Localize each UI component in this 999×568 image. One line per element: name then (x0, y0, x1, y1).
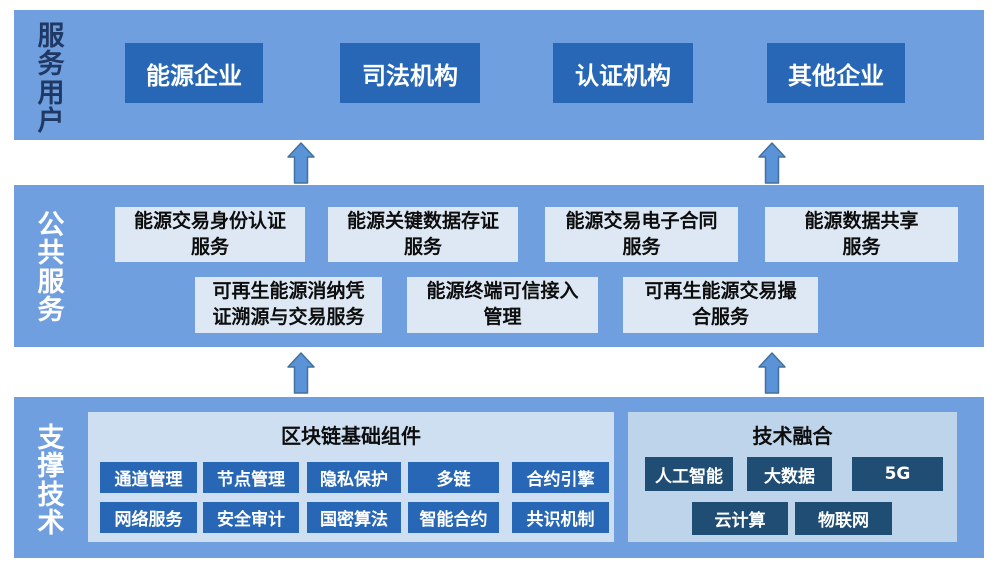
chip-internet-of-things: 物联网 (795, 502, 892, 535)
chip-contract-engine: 合约引擎 (512, 462, 609, 493)
band-supporting-technologies: 支撑技术 区块链基础组件 通道管理 节点管理 隐私保护 多链 合约引擎 网络服务… (14, 397, 984, 558)
service-box-terminal-trusted-access: 能源终端可信接入 管理 (407, 277, 598, 333)
service-box-data-sharing: 能源数据共享 服务 (765, 207, 958, 262)
band-label-supporting-technologies: 支撑技术 (37, 423, 65, 540)
chip-security-audit: 安全审计 (203, 502, 299, 533)
chip-node-management: 节点管理 (203, 462, 299, 493)
chip-national-crypto-algorithm: 国密算法 (307, 502, 401, 533)
user-box-judicial-institution: 司法机构 (340, 43, 480, 103)
user-box-certification-institution: 认证机构 (553, 43, 693, 103)
chip-5g: 5G (852, 457, 943, 491)
panel-title-technology-fusion: 技术融合 (752, 424, 833, 448)
up-arrow-icon (287, 142, 315, 184)
band-service-users: 服务用户 能源企业 司法机构 认证机构 其他企业 (14, 10, 984, 140)
user-box-other-enterprise: 其他企业 (767, 43, 905, 103)
band-label-public-services: 公共服务 (37, 210, 65, 327)
service-box-renewable-certificate-trace: 可再生能源消纳凭 证溯源与交易服务 (195, 277, 382, 333)
chip-channel-management: 通道管理 (100, 462, 197, 493)
chip-artificial-intelligence: 人工智能 (645, 457, 733, 491)
service-box-identity-authentication: 能源交易身份认证 服务 (115, 207, 305, 262)
up-arrow-icon (287, 352, 315, 394)
chip-smart-contract: 智能合约 (408, 502, 499, 533)
user-box-energy-enterprise: 能源企业 (125, 43, 263, 103)
band-public-services: 公共服务 能源交易身份认证 服务 能源关键数据存证 服务 能源交易电子合同 服务… (14, 185, 984, 347)
chip-big-data: 大数据 (747, 457, 832, 491)
chip-multi-chain: 多链 (408, 462, 499, 493)
service-box-electronic-contract: 能源交易电子合同 服务 (545, 207, 738, 262)
service-box-trade-matching: 可再生能源交易撮 合服务 (623, 277, 818, 333)
chip-consensus-mechanism: 共识机制 (512, 502, 609, 533)
service-box-key-data-attestation: 能源关键数据存证 服务 (328, 207, 518, 262)
band-label-service-users: 服务用户 (37, 21, 65, 138)
panel-technology-fusion: 技术融合 人工智能 大数据 5G 云计算 物联网 (628, 412, 957, 542)
chip-privacy-protection: 隐私保护 (307, 462, 401, 493)
chip-network-service: 网络服务 (100, 502, 197, 533)
up-arrow-icon (758, 352, 786, 394)
panel-title-blockchain: 区块链基础组件 (281, 424, 421, 448)
up-arrow-icon (758, 142, 786, 184)
chip-cloud-computing: 云计算 (692, 502, 788, 535)
panel-blockchain-components: 区块链基础组件 通道管理 节点管理 隐私保护 多链 合约引擎 网络服务 安全审计… (88, 412, 614, 542)
